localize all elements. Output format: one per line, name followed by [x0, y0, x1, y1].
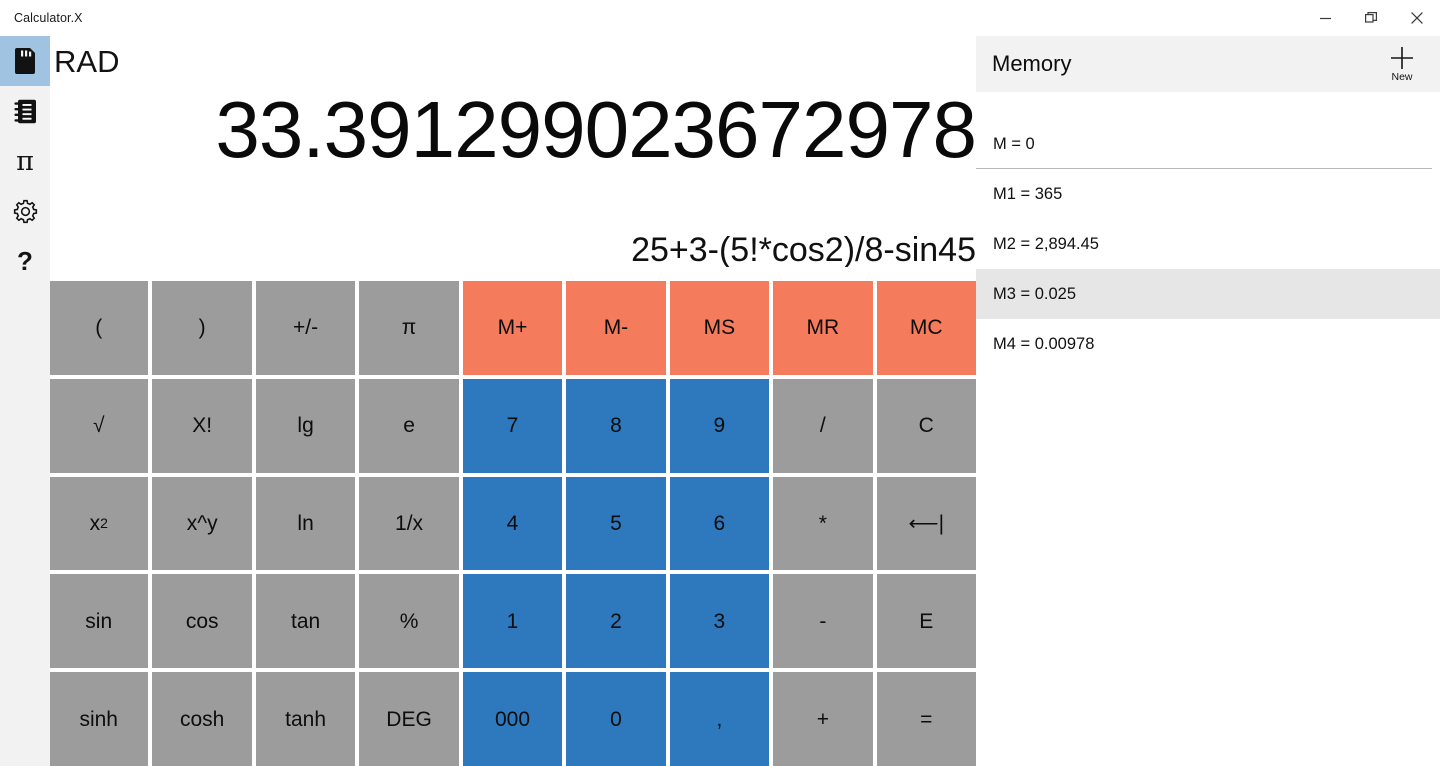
key-tanh[interactable]: tanh: [255, 672, 356, 766]
key-reciprocal[interactable]: 1/x: [359, 476, 459, 571]
key-euler[interactable]: e: [359, 378, 459, 473]
memory-title: Memory: [992, 51, 1072, 76]
sidebar-item-settings[interactable]: [0, 186, 50, 236]
key-1[interactable]: 1: [462, 574, 563, 669]
window-title: Calculator.X: [14, 11, 83, 25]
sidebar: π ?: [0, 36, 50, 766]
key-power[interactable]: x^y: [152, 476, 252, 571]
key-divide[interactable]: /: [773, 378, 873, 473]
restore-icon: [1365, 12, 1377, 23]
key-close-paren[interactable]: ): [152, 281, 252, 375]
memory-list-item[interactable]: M = 0: [976, 119, 1440, 169]
minimize-button[interactable]: [1302, 0, 1348, 36]
close-icon: [1411, 12, 1423, 24]
key-memory-clear[interactable]: MC: [876, 281, 976, 375]
key-8[interactable]: 8: [566, 378, 666, 473]
notebook-icon: [13, 99, 36, 123]
angle-mode-label: RAD: [54, 43, 120, 79]
key-tan[interactable]: tan: [255, 574, 356, 669]
key-sign-toggle[interactable]: +/-: [255, 281, 356, 375]
sidebar-item-help[interactable]: ?: [0, 236, 50, 286]
key-triple-zero[interactable]: 000: [462, 672, 563, 766]
key-square-root[interactable]: √: [49, 378, 149, 473]
memory-panel: Memory New M = 0 M1 = 365 M2 = 2,894.45 M3 …: [976, 36, 1440, 766]
key-multiply[interactable]: *: [773, 476, 873, 571]
key-3[interactable]: 3: [669, 574, 770, 669]
key-2[interactable]: 2: [566, 574, 666, 669]
sidebar-item-history[interactable]: [0, 86, 50, 136]
key-0[interactable]: 0: [566, 672, 666, 766]
key-memory-store[interactable]: MS: [669, 281, 770, 375]
memory-list-item[interactable]: M4 = 0.00978: [993, 334, 1095, 353]
key-4[interactable]: 4: [462, 476, 563, 571]
key-deg-mode[interactable]: DEG: [359, 672, 459, 766]
key-5[interactable]: 5: [566, 476, 666, 571]
key-equals[interactable]: =: [876, 672, 976, 766]
key-factorial[interactable]: X!: [152, 378, 252, 473]
memory-card-icon: [15, 48, 35, 74]
key-cos[interactable]: cos: [152, 574, 252, 669]
minimize-icon: [1319, 17, 1331, 19]
memory-list-item[interactable]: M2 = 2,894.45: [993, 234, 1099, 253]
restore-button[interactable]: [1348, 0, 1394, 36]
key-backspace[interactable]: ⟵|: [876, 476, 976, 571]
key-log10[interactable]: lg: [255, 378, 356, 473]
calculator-display: 33.391299023672978 25+3-(5!*cos2)/8-sin4…: [50, 36, 976, 281]
key-pi[interactable]: π: [359, 281, 459, 375]
key-sin[interactable]: sin: [49, 574, 149, 669]
display-result: 33.391299023672978: [215, 90, 976, 170]
memory-new-label: New: [1391, 71, 1413, 84]
key-7[interactable]: 7: [462, 378, 563, 473]
key-clear[interactable]: C: [876, 378, 976, 473]
key-9[interactable]: 9: [669, 378, 770, 473]
title-bar: Calculator.X: [0, 0, 1440, 36]
memory-list-item[interactable]: M1 = 365: [993, 184, 1063, 203]
sidebar-item-constants[interactable]: π: [0, 136, 50, 186]
memory-header: Memory New: [976, 36, 1440, 92]
key-natural-log[interactable]: ln: [255, 476, 356, 571]
key-open-paren[interactable]: (: [49, 281, 149, 375]
key-memory-recall[interactable]: MR: [773, 281, 873, 375]
close-button[interactable]: [1394, 0, 1440, 36]
key-add[interactable]: +: [773, 672, 873, 766]
display-expression: 25+3-(5!*cos2)/8-sin45: [631, 233, 976, 267]
memory-list-item[interactable]: M3 = 0.025: [976, 269, 1440, 319]
plus-icon: [1391, 47, 1413, 70]
question-mark-icon: ?: [17, 246, 33, 276]
sidebar-item-memory[interactable]: [0, 36, 50, 86]
key-6[interactable]: 6: [669, 476, 770, 571]
key-percent[interactable]: %: [359, 574, 459, 669]
key-memory-subtract[interactable]: M-: [566, 281, 666, 375]
memory-list: M = 0 M1 = 365 M2 = 2,894.45 M3 = 0.025 M4 =…: [976, 92, 1440, 369]
key-memory-add[interactable]: M+: [462, 281, 563, 375]
key-decimal-comma[interactable]: ,: [669, 672, 770, 766]
key-subtract[interactable]: -: [773, 574, 873, 669]
key-sinh[interactable]: sinh: [49, 672, 149, 766]
key-cosh[interactable]: cosh: [152, 672, 252, 766]
memory-new-button[interactable]: New: [1374, 36, 1430, 92]
key-exponent[interactable]: E: [876, 574, 976, 669]
gear-icon: [13, 199, 37, 223]
pi-icon: π: [16, 145, 34, 177]
